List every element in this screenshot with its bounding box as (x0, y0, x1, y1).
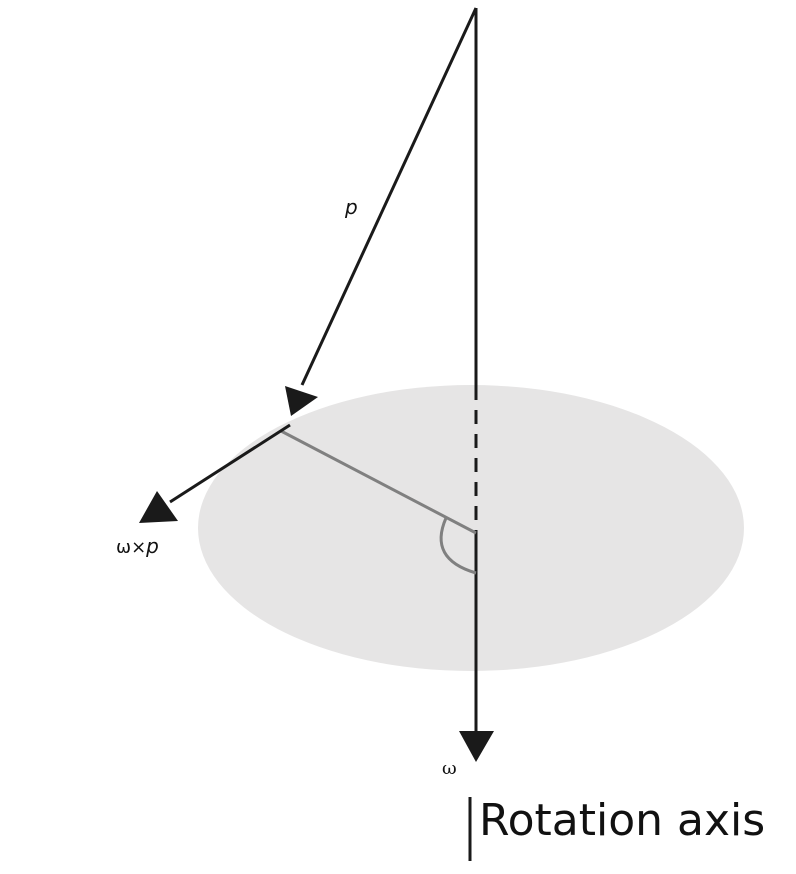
p-vector-label: p (344, 195, 358, 219)
cross-product-prefix: ω× (116, 537, 146, 558)
omega-arrowhead (459, 731, 494, 762)
rotation-disc (198, 385, 744, 671)
cross-product-var: p (145, 534, 159, 558)
radius-line (280, 429, 477, 535)
omega-label: ω (442, 758, 457, 779)
cross-vector-arrowhead (139, 491, 178, 523)
rotation-axis-caption: Rotation axis (479, 795, 765, 846)
p-vector-line (300, 7, 478, 386)
angle-arc (439, 517, 477, 575)
cross-product-label: ω×p (116, 534, 159, 558)
cross-vector-line (169, 423, 291, 504)
p-vector-arrowhead (285, 386, 318, 416)
